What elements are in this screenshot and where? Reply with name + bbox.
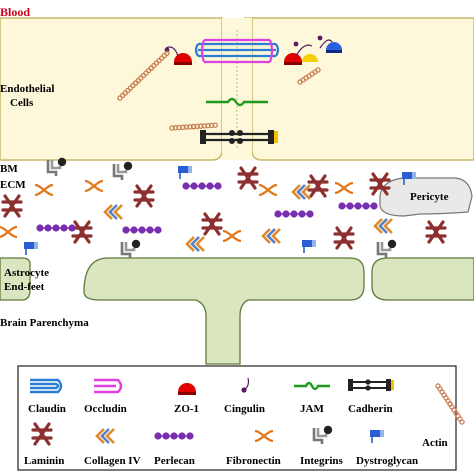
pericyte-cell: [379, 177, 473, 217]
claudin-icon: [30, 378, 63, 394]
collagen-mark: [185, 235, 206, 253]
cell-junction-gap: [222, 18, 252, 160]
cingulin-right: [293, 35, 333, 57]
brain-parenchyma-label: Brain Parenchyma: [0, 317, 89, 329]
jam-icon: [294, 381, 330, 391]
fibronectin-mark: [0, 225, 19, 239]
astrocyte-endfoot-center: [83, 257, 365, 365]
laminin-mark: [201, 212, 223, 236]
bm-label: BM: [0, 163, 18, 175]
fibronectin-mark: [333, 181, 355, 195]
perlecan-mark: [337, 201, 379, 211]
perlecan-mark: [121, 225, 163, 235]
astrocyte-label-line1: Astrocyte: [4, 267, 49, 279]
cadherin-icon: [348, 379, 394, 391]
integrin-mark: [120, 238, 142, 260]
perlecan-icon: [153, 431, 195, 441]
collagen-mark: [103, 203, 124, 221]
legend-label-actin: Actin: [422, 437, 448, 449]
legend-label-claudin: Claudin: [28, 403, 66, 415]
zo1-icon: [178, 383, 196, 395]
endothelial-cell-right: [244, 17, 474, 161]
collagen-mark: [261, 227, 282, 245]
laminin-mark: [1, 194, 23, 218]
legend-label-occludin: Occludin: [84, 403, 127, 415]
ecm-components: [0, 156, 447, 260]
legend-label-fibronectin: Fibronectin: [226, 455, 281, 467]
integrin-mark: [376, 238, 398, 260]
legend-label-cingulin: Cingulin: [224, 403, 265, 415]
pericyte-label: Pericyte: [410, 191, 449, 203]
legend-label-zo1: ZO-1: [174, 403, 199, 415]
legend-label-jam: JAM: [300, 403, 324, 415]
legend-label-integrins: Integrins: [300, 455, 344, 467]
legend-label-perlecan: Perlecan: [154, 455, 195, 467]
perlecan-mark: [273, 209, 315, 219]
endothelial-label-line2: Cells: [10, 97, 34, 109]
collagen-mark: [373, 217, 394, 235]
zo1-right: [284, 53, 302, 65]
astrocyte-endfoot-right: [371, 257, 474, 301]
ecm-label: ECM: [0, 179, 26, 191]
collagen-mark: [291, 183, 312, 201]
astrocyte-label-line2: End-feet: [4, 281, 45, 293]
claudin-occludin-cluster: [194, 38, 280, 64]
laminin-mark: [307, 174, 329, 198]
laminin-mark: [71, 220, 93, 244]
legend-label-cadherin: Cadherin: [348, 403, 393, 415]
legend-label-laminin: Laminin: [24, 455, 64, 467]
laminin-mark: [425, 220, 447, 244]
astrocyte-endfoot-left: [0, 257, 31, 301]
fibronectin-mark: [33, 183, 55, 197]
blood-label: Blood: [0, 5, 30, 19]
cingulin-icon: [241, 377, 250, 393]
zo1-blue: [326, 42, 342, 53]
perlecan-mark: [181, 181, 223, 191]
zo1-yellow: [302, 54, 318, 62]
laminin-mark: [237, 166, 259, 190]
fibronectin-mark: [83, 179, 105, 193]
fibronectin-mark: [221, 229, 243, 243]
laminin-mark: [333, 226, 355, 250]
legend-box: [17, 365, 457, 471]
laminin-mark: [133, 184, 155, 208]
legend-label-dystroglycan: Dystroglycan: [356, 455, 418, 467]
legend-label-collagen: Collagen IV: [84, 455, 141, 467]
perlecan-mark: [35, 223, 77, 233]
fibronectin-mark: [257, 183, 279, 197]
integrin-mark: [112, 160, 134, 182]
jam-protein: [206, 97, 268, 107]
occludin-icon: [94, 378, 123, 394]
dystroglycan-mark: [301, 239, 317, 254]
dystroglycan-mark: [23, 241, 39, 256]
zo1-left: [174, 53, 192, 65]
endothelial-label-line1: Endothelial: [0, 83, 54, 95]
dystroglycan-mark: [177, 165, 193, 180]
cadherin-protein: [200, 130, 278, 144]
